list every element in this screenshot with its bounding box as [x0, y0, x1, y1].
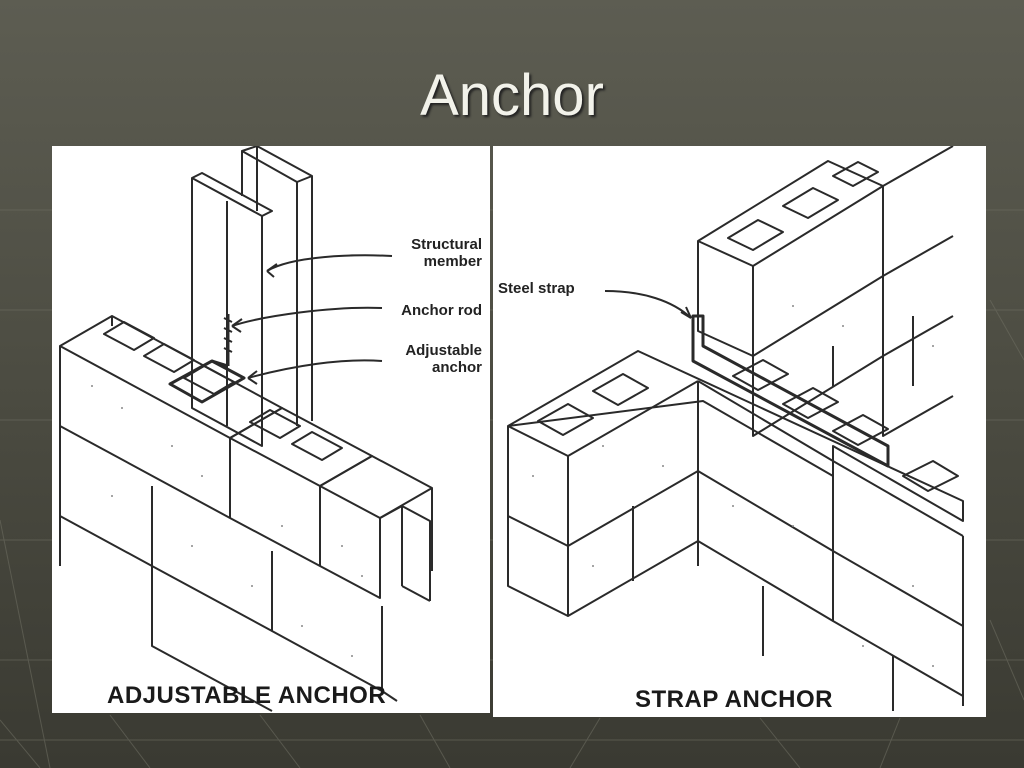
adjustable-anchor-drawing	[59, 146, 433, 712]
slide-title: Anchor	[420, 63, 604, 128]
adjustable-anchor-figure: Structural member Anchor rod Adjustable …	[52, 146, 490, 713]
concrete-stipple	[91, 385, 363, 657]
strap-anchor-drawing	[507, 146, 964, 711]
callout-steel-strap: Steel strap	[498, 280, 575, 297]
concrete-stipple-right	[532, 305, 934, 667]
callout-anchor-rod: Anchor rod	[401, 302, 482, 319]
caption-strap-anchor: STRAP ANCHOR	[635, 686, 834, 713]
strap-anchor-figure: Steel strap STRAP ANCHOR	[493, 146, 986, 717]
caption-adjustable-anchor: ADJUSTABLE ANCHOR	[107, 682, 387, 709]
callout-adjustable-anchor: Adjustable anchor	[405, 342, 482, 376]
callout-structural-member: Structural member	[411, 236, 482, 270]
